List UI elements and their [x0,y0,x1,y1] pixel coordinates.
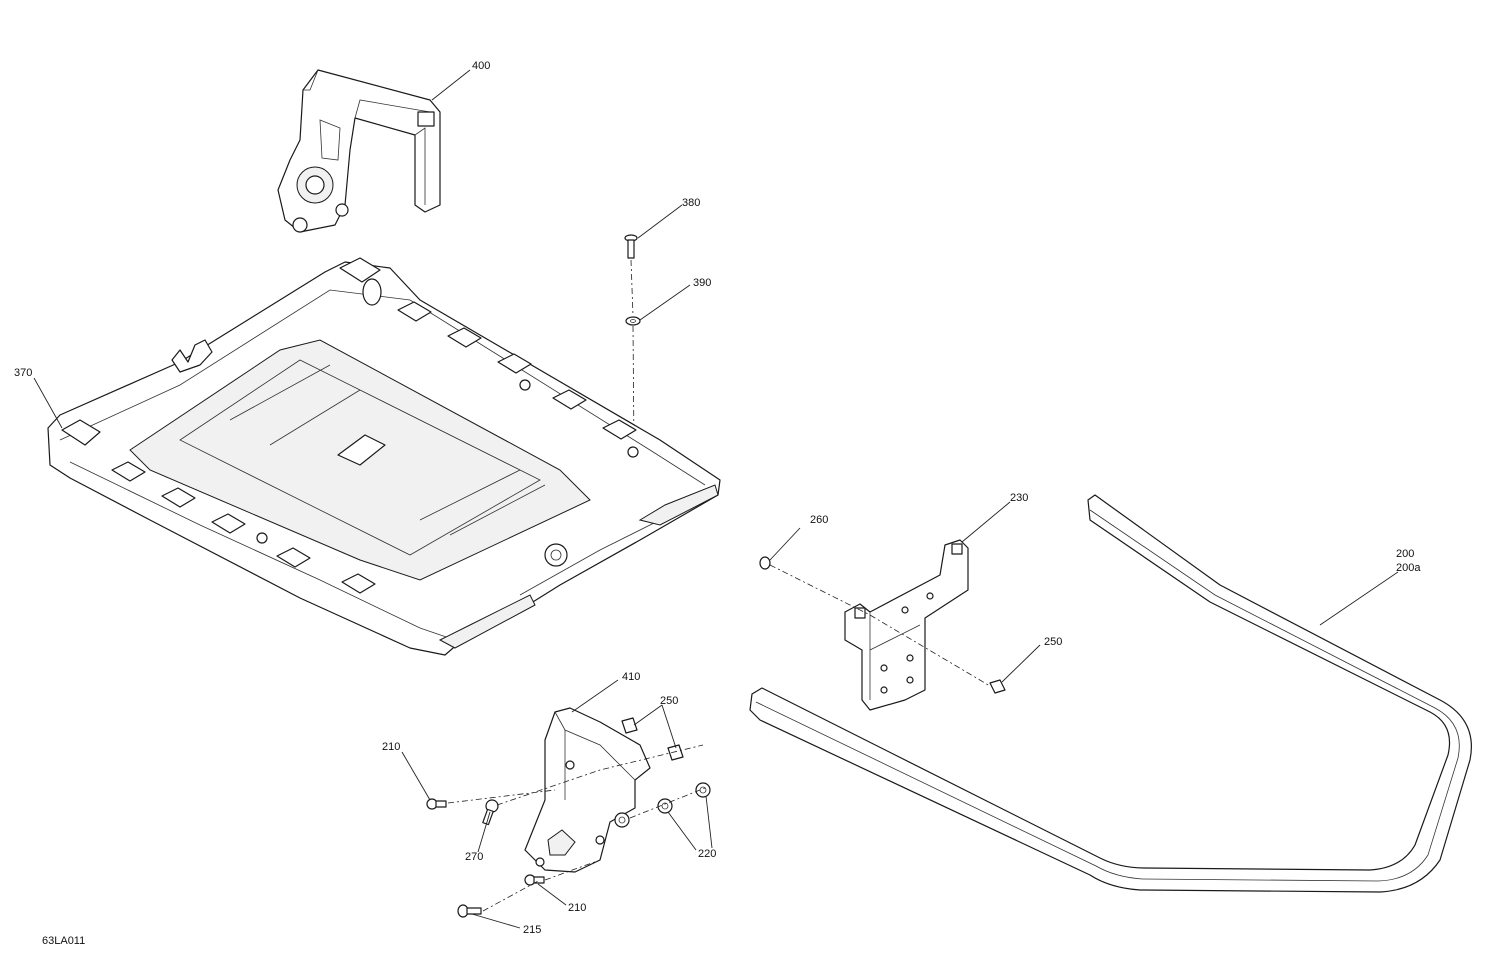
part-260-rivet [759,556,771,570]
callout-390: 390 [693,277,711,289]
axis-lower-fasteners [447,744,706,912]
axis-380-390 [630,259,635,451]
part-400-upper-bracket [277,69,441,233]
drawing-code: 63LA011 [42,935,85,947]
part-215-bolt [457,904,482,918]
callout-380: 380 [682,197,700,209]
part-370-cargo-rack [47,257,721,656]
part-200-u-frame [749,494,1472,893]
leader-lines [33,69,1399,929]
callout-215: 215 [523,924,541,936]
callout-260: 260 [810,514,828,526]
axis-260-250 [769,564,991,687]
part-270-bolt [482,799,499,826]
part-230-mounting-bracket [844,539,969,711]
part-250-nut-upper [621,717,638,734]
part-210-screw-upper [426,798,447,810]
callout-250-right: 250 [1044,636,1062,648]
callout-270: 270 [465,851,483,863]
part-220-nuts [614,782,711,828]
callout-250-lower: 250 [660,695,678,707]
part-410-lower-bracket [524,707,651,873]
callout-210-upper: 210 [382,741,400,753]
part-380-bolt [624,234,638,259]
callout-230: 230 [1010,492,1028,504]
callout-400: 400 [472,60,490,72]
part-250-nut-right [989,679,1006,694]
callout-370: 370 [14,367,32,379]
part-210-screw-lower [524,874,545,886]
callout-200a: 200a [1396,562,1421,574]
callout-210-lower: 210 [568,902,586,914]
callout-220: 220 [698,848,716,860]
part-390-washer [625,316,641,326]
callout-410: 410 [622,671,640,683]
callout-200: 200 [1396,548,1414,560]
